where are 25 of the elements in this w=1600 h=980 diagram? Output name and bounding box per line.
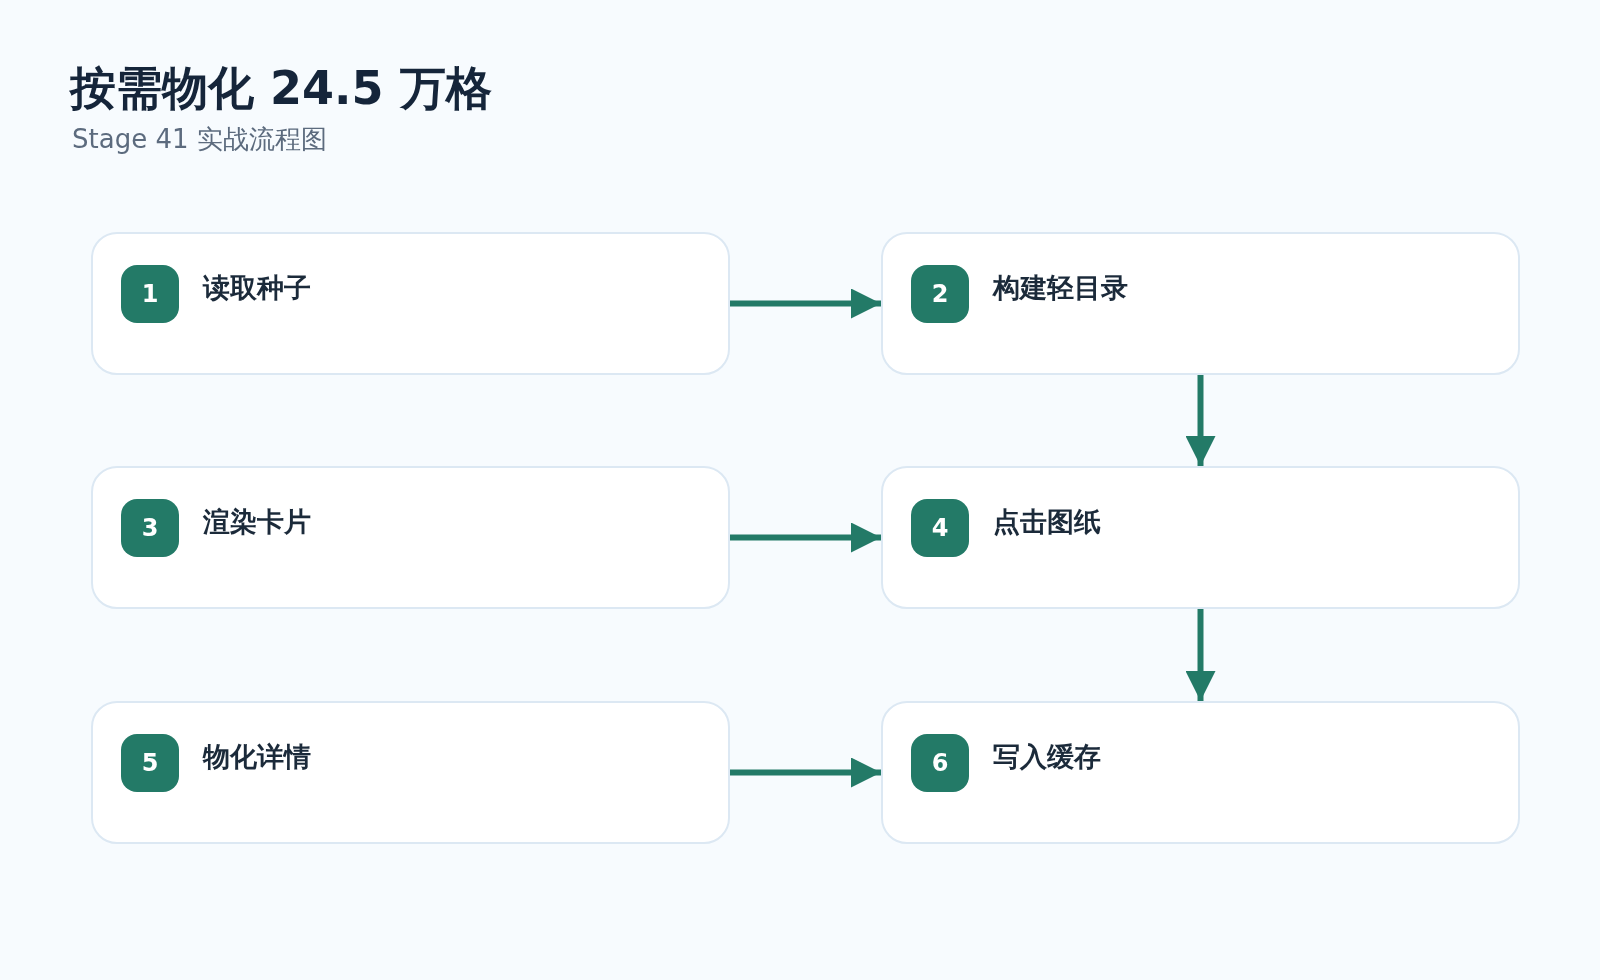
step-label: 物化详情 xyxy=(203,740,311,774)
step-number-badge: 6 xyxy=(911,734,969,792)
step-number-badge: 2 xyxy=(911,265,969,323)
step-label: 渲染卡片 xyxy=(203,505,311,539)
step-number-badge: 1 xyxy=(121,265,179,323)
arrow xyxy=(1185,375,1216,466)
step-label: 读取种子 xyxy=(203,271,311,305)
step-label: 构建轻目录 xyxy=(993,271,1128,305)
title: 按需物化 24.5 万格 xyxy=(70,60,492,117)
arrow xyxy=(730,522,881,553)
process-box xyxy=(881,466,1520,609)
arrow xyxy=(1185,609,1216,701)
process-box xyxy=(91,232,730,375)
arrow xyxy=(730,757,881,788)
step-number-badge: 5 xyxy=(121,734,179,792)
step-label: 点击图纸 xyxy=(993,505,1101,539)
process-box xyxy=(881,701,1520,844)
process-box xyxy=(91,701,730,844)
process-box xyxy=(91,466,730,609)
arrow xyxy=(730,288,881,319)
subtitle: Stage 41 实战流程图 xyxy=(72,123,327,156)
step-number-badge: 4 xyxy=(911,499,969,557)
step-number-badge: 3 xyxy=(121,499,179,557)
step-label: 写入缓存 xyxy=(993,740,1101,774)
process-box xyxy=(881,232,1520,375)
